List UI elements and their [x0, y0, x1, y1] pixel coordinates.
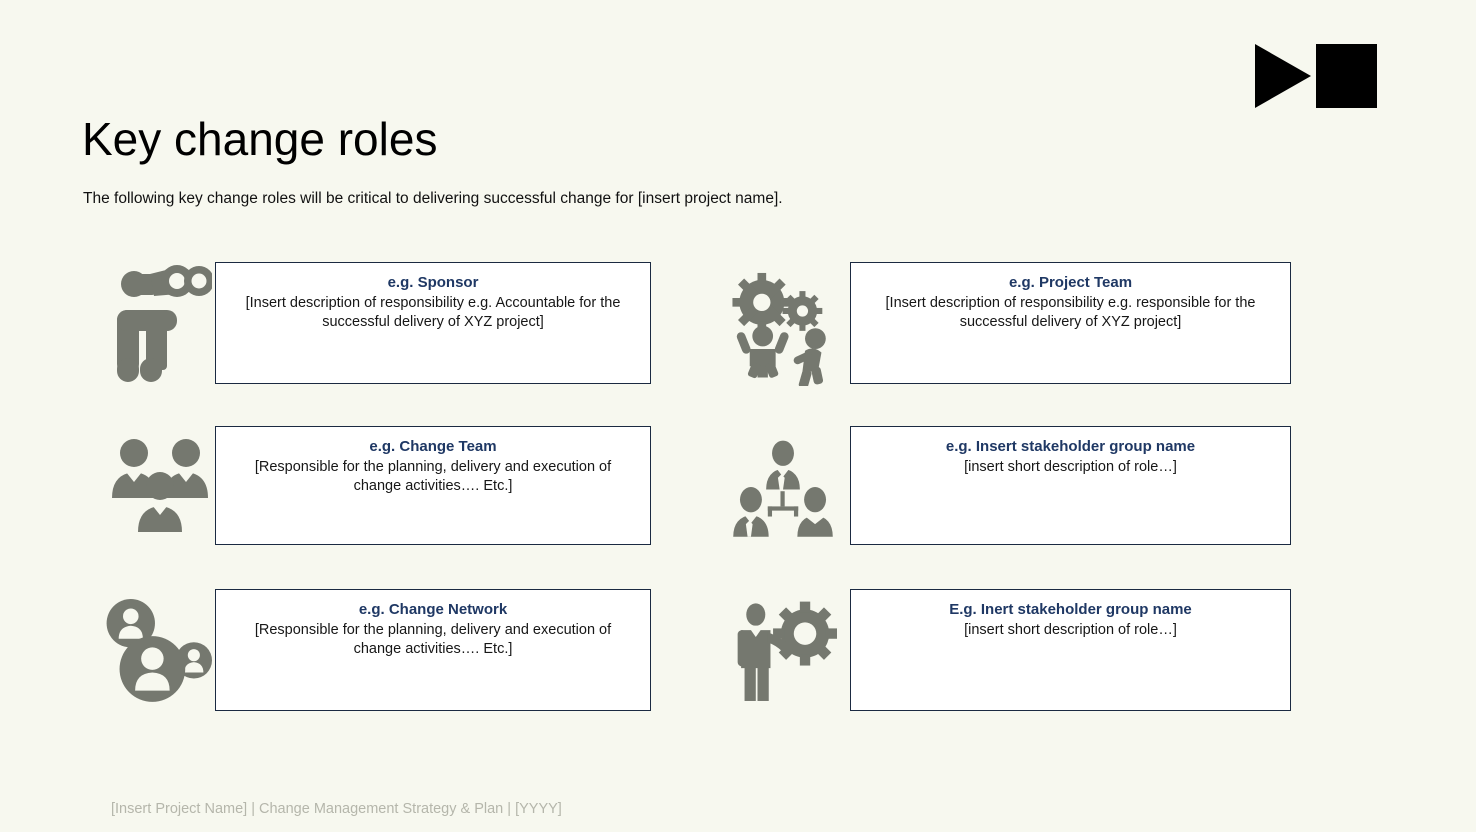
role-card-description: [Insert description of responsibility e.… — [245, 294, 621, 331]
role-item-sponsor: e.g. Sponsor [Insert description of resp… — [104, 262, 651, 384]
role-card-description: [Responsible for the planning, delivery … — [254, 458, 612, 495]
dm-logo — [1253, 42, 1379, 110]
role-card-description: [Insert description of responsibility e.… — [885, 294, 1256, 331]
role-card-sponsor: e.g. Sponsor [Insert description of resp… — [215, 262, 651, 384]
role-item-inert-stakeholder-group: E.g. Inert stakeholder group name [inser… — [729, 589, 1291, 711]
role-card-change-team: e.g. Change Team [Responsible for the pl… — [215, 426, 651, 545]
team-with-gears-icon — [729, 262, 837, 386]
three-people-group-icon — [104, 426, 212, 548]
role-card-project-team: e.g. Project Team [Insert description of… — [850, 262, 1291, 384]
role-card-title: e.g. Sponsor — [387, 274, 479, 291]
role-card-title: e.g. Insert stakeholder group name — [945, 438, 1196, 455]
role-card-change-network: e.g. Change Network [Responsible for the… — [215, 589, 651, 711]
person-presenting-gear-icon — [729, 589, 837, 711]
role-card-description: [Responsible for the planning, delivery … — [254, 621, 612, 658]
role-card-description: [insert short description of role…] — [964, 621, 1177, 638]
role-card-title: E.g. Inert stakeholder group name — [949, 601, 1192, 618]
slide-footer: [Insert Project Name] | Change Managemen… — [111, 801, 562, 817]
people-network-icon — [104, 589, 212, 711]
role-card-title: e.g. Project Team — [1008, 274, 1133, 291]
page-title: Key change roles — [82, 113, 438, 165]
role-card-stakeholder-group: e.g. Insert stakeholder group name [inse… — [850, 426, 1291, 545]
person-with-binoculars-icon — [104, 262, 212, 384]
role-item-project-team: e.g. Project Team [Insert description of… — [729, 262, 1291, 386]
logo-triangle-shape — [1255, 44, 1311, 108]
role-card-description: [insert short description of role…] — [964, 458, 1177, 475]
role-card-inert-stakeholder-group: E.g. Inert stakeholder group name [inser… — [850, 589, 1291, 711]
org-chart-people-icon — [729, 426, 837, 548]
role-item-stakeholder-group: e.g. Insert stakeholder group name [inse… — [729, 426, 1291, 548]
logo-m-solid — [1316, 44, 1377, 108]
role-card-title: e.g. Change Team — [369, 438, 497, 455]
role-card-title: e.g. Change Network — [358, 601, 508, 618]
page-subtitle: The following key change roles will be c… — [83, 190, 783, 207]
role-item-change-network: e.g. Change Network [Responsible for the… — [104, 589, 651, 711]
role-item-change-team: e.g. Change Team [Responsible for the pl… — [104, 426, 651, 548]
